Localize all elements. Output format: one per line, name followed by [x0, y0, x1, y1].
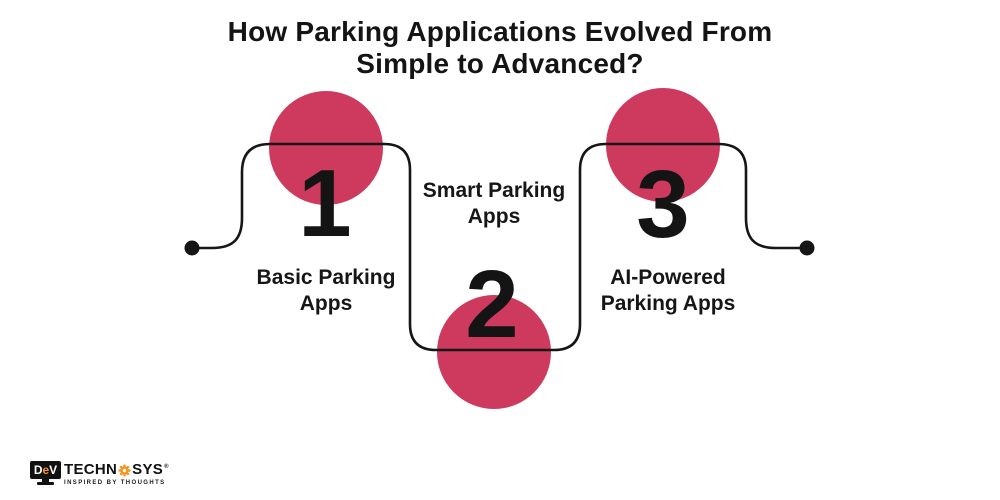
- step-number-2: 2: [465, 251, 519, 358]
- page-title-line2: Simple to Advanced?: [356, 48, 644, 80]
- step-number-3: 3: [636, 151, 690, 258]
- path-end-dot: [799, 240, 815, 256]
- logo-registered-mark: ®: [164, 464, 169, 470]
- path-start-dot: [184, 240, 200, 256]
- logo-brand: TECHN SYS ® INSPI: [64, 461, 169, 486]
- logo-brand-line: TECHN SYS ®: [64, 461, 169, 479]
- flow-path: [190, 142, 809, 352]
- step-circle-1: [269, 91, 383, 205]
- step-circle-2: [437, 295, 551, 409]
- page-title: How Parking Applications Evolved From Si…: [0, 16, 1000, 81]
- monitor-stand-base: [37, 482, 54, 485]
- step-label-ai: AI-Powered Parking Apps: [600, 266, 736, 316]
- logo-letter-v: V: [49, 463, 58, 477]
- monitor-stand-neck: [42, 479, 49, 482]
- logo-letter-d: D: [33, 463, 43, 477]
- monitor-icon: D e V: [30, 461, 61, 485]
- logo: D e V TECHN: [30, 461, 169, 486]
- gear-icon: [118, 463, 131, 477]
- step-label-basic: Basic Parking Apps: [256, 266, 396, 316]
- monitor-screen: D e V: [30, 461, 61, 479]
- logo-tagline: INSPIRED BY THOUGHTS: [64, 480, 166, 486]
- step-number-1: 1: [298, 150, 352, 257]
- logo-brand-left: TECHN: [64, 461, 118, 478]
- logo-letter-e: e: [42, 463, 50, 477]
- page-title-line1: How Parking Applications Evolved From: [227, 16, 773, 47]
- logo-brand-right: SYS: [132, 461, 164, 478]
- step-label-smart: Smart Parking Apps: [422, 179, 566, 229]
